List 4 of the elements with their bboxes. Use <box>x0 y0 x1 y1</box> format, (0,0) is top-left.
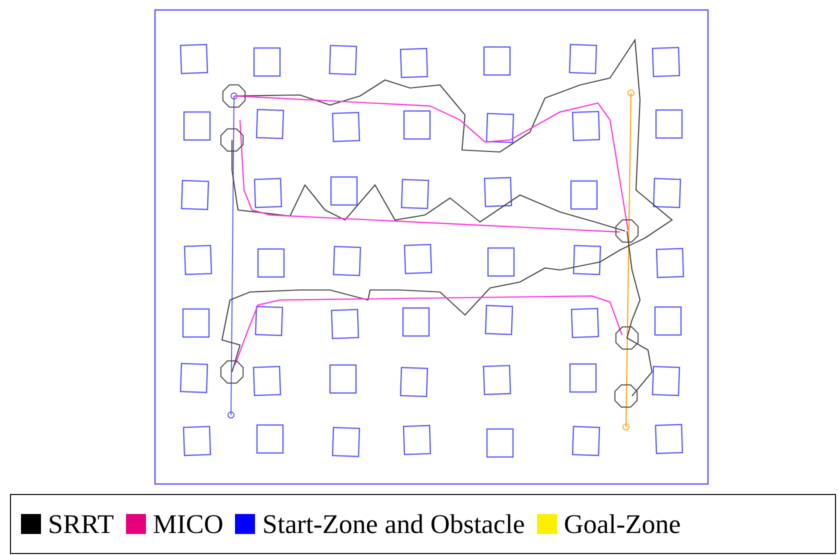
legend-label: Goal-Zone <box>564 508 681 540</box>
legend-label: MICO <box>152 508 224 540</box>
legend-label: Start-Zone and Obstacle <box>262 508 525 540</box>
legend-label: SRRT <box>48 508 114 540</box>
